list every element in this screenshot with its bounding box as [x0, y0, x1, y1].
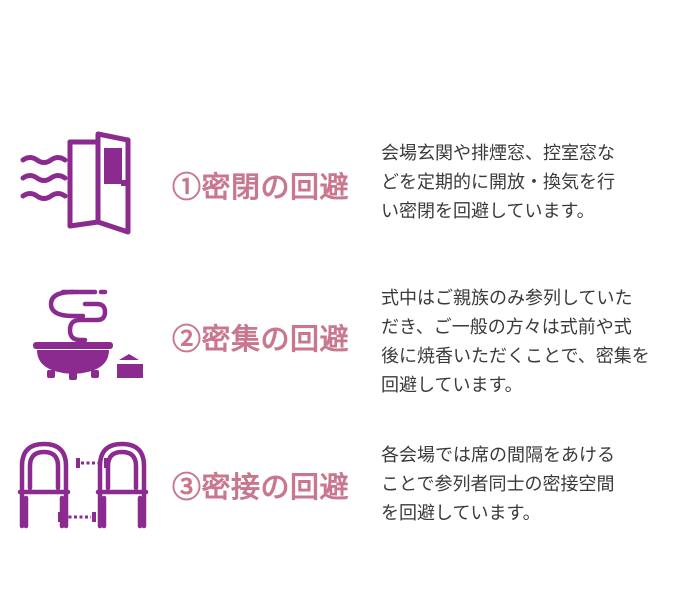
description-line: 会場玄関や排煙窓、控室窓な	[381, 143, 615, 164]
description-line: ことで参列者同士の密接空間	[381, 474, 615, 495]
description-ventilation: 会場玄関や排煙窓、控室窓な どを定期的に開放・換気を行 い密閉を回避しています。	[381, 139, 671, 226]
description-line: どを定期的に開放・換気を行	[381, 172, 615, 193]
incense-burner-icon	[25, 284, 150, 388]
description-line: 各会場では席の間隔をあける	[381, 445, 615, 466]
open-door-wind-icon	[18, 128, 138, 242]
heading-crowding: ②密集の回避	[172, 322, 350, 356]
description-line: 式中はご親族のみ参列していた	[381, 288, 633, 309]
heading-ventilation: ①密閉の回避	[172, 170, 350, 204]
description-line: い密閉を回避しています。	[381, 201, 595, 222]
description-line: 後に焼香いただくことで、密集を	[381, 346, 650, 367]
description-line: 回避しています。	[381, 375, 523, 396]
distanced-chairs-icon	[12, 436, 162, 540]
description-crowding: 式中はご親族のみ参列していた だき、ご一般の方々は式前や式 後に焼香いただくこと…	[381, 284, 671, 400]
heading-close-contact: ③密接の回避	[172, 470, 350, 504]
description-line: を回避しています。	[381, 503, 541, 524]
description-line: だき、ご一般の方々は式前や式	[381, 317, 632, 338]
description-close-contact: 各会場では席の間隔をあける ことで参列者同士の密接空間 を回避しています。	[381, 441, 671, 528]
